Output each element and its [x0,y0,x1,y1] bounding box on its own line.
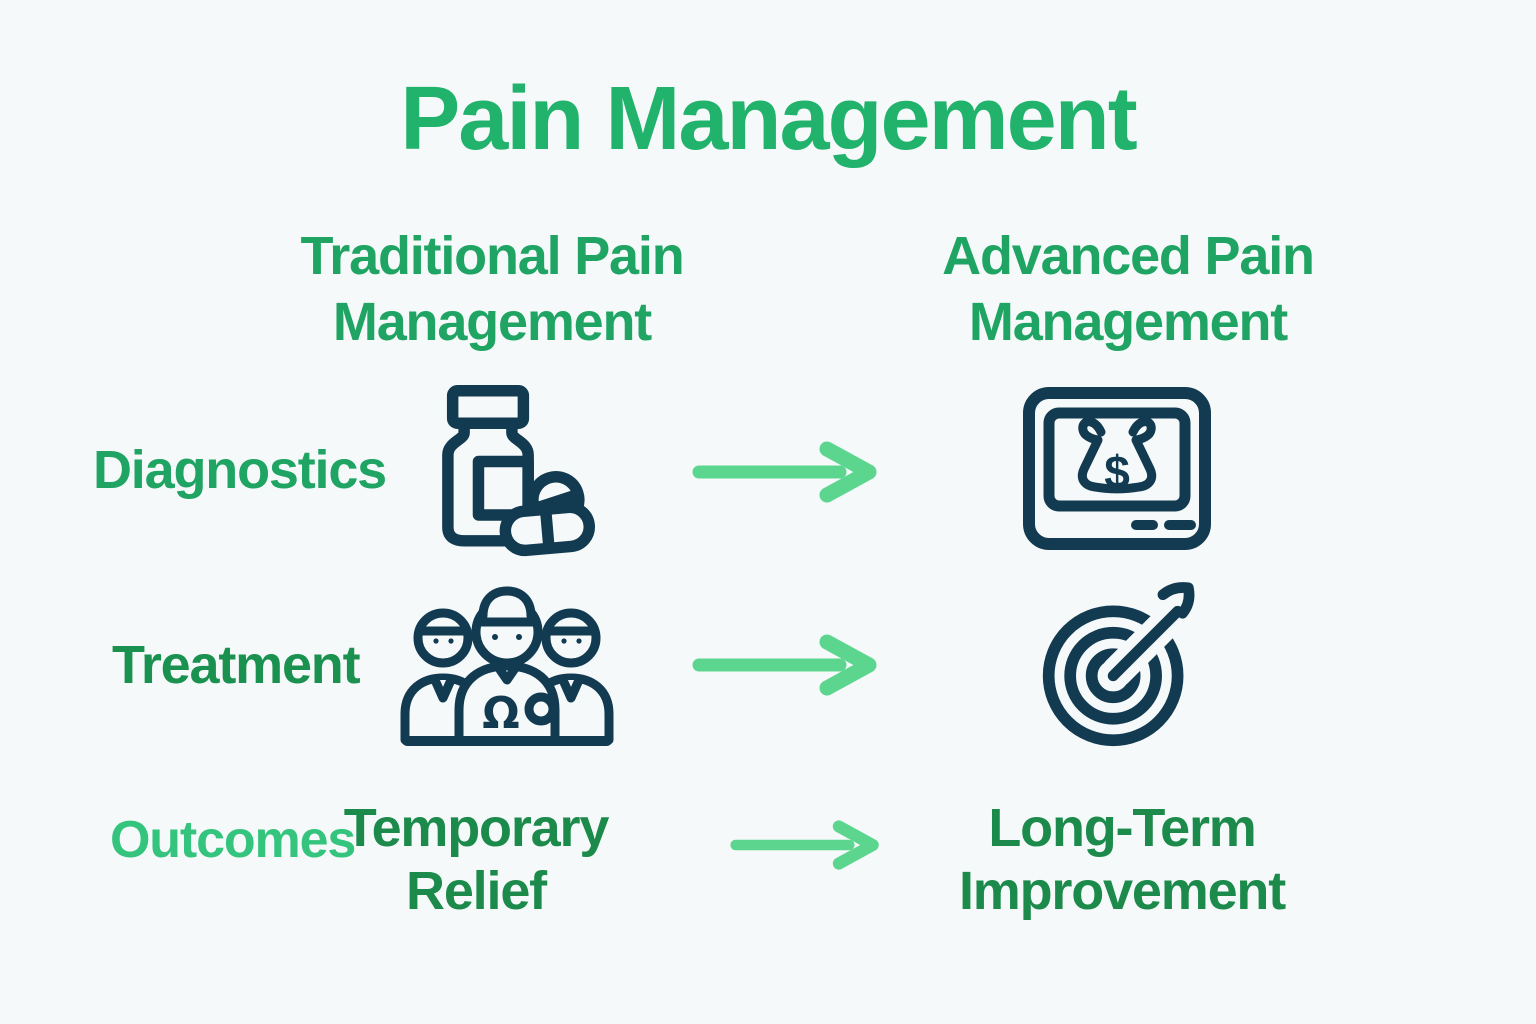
pill-bottle-icon [424,383,596,561]
outcome-traditional-text: Temporary Relief [343,798,610,921]
column-header-traditional: Traditional Pain Management [300,226,684,352]
outcome-advanced-text: Long-Term Improvement [958,798,1286,921]
cost-scanner-monitor-icon: $ [1022,386,1212,551]
target-with-dart-icon [1035,582,1203,750]
medical-team-icon: Ω [398,580,616,748]
arrow-right-icon [690,634,890,696]
arrow-right-icon [728,820,890,870]
page-title: Pain Management [400,69,1137,169]
stethoscope-glyph: Ω [482,688,519,739]
column-header-advanced: Advanced Pain Management [942,226,1315,352]
row-label-treatment: Treatment [112,635,361,695]
dollar-sign-glyph: $ [1104,446,1130,498]
row-label-outcomes: Outcomes [110,811,356,869]
row-label-diagnostics: Diagnostics [93,440,387,500]
arrow-right-icon [690,441,890,503]
